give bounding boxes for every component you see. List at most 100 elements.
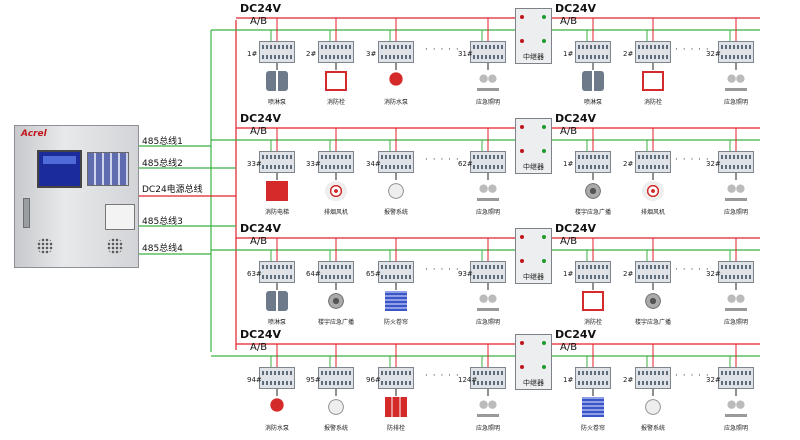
extinguisher-icon	[385, 397, 407, 417]
io-module	[259, 261, 295, 283]
dc24v-label-right: DC24V	[555, 222, 597, 235]
green-indicator-icon	[542, 341, 546, 345]
module-number: 31#	[458, 50, 473, 58]
dc24v-label-right: DC24V	[555, 328, 597, 341]
emergency-light-icon	[477, 397, 499, 417]
module-number: 2#	[306, 50, 317, 58]
module-number: 3#	[366, 50, 377, 58]
bus-label-485-3: 485总线3	[142, 217, 183, 227]
continuation-dots: · · · · ·	[675, 155, 710, 165]
module-number: 1#	[563, 376, 574, 384]
relay-caption: 中继器	[523, 273, 544, 281]
module-number: 33#	[306, 160, 321, 168]
device-caption: 应急照明	[723, 319, 749, 326]
continuation-dots: · · · · ·	[675, 45, 710, 55]
module-number: 95#	[306, 376, 321, 384]
io-module	[718, 151, 754, 173]
host-door-handle	[23, 198, 30, 228]
module-number: 96#	[366, 376, 381, 384]
module-number: 1#	[563, 270, 574, 278]
relay-caption: 中继器	[523, 163, 544, 171]
io-module	[378, 367, 414, 389]
broadcast-speaker-icon	[582, 181, 604, 201]
emergency-light-icon	[725, 181, 747, 201]
green-indicator-icon	[542, 235, 546, 239]
red-indicator-icon	[520, 341, 524, 345]
device-caption: 报警系统	[323, 425, 349, 432]
red-indicator-icon	[520, 365, 524, 369]
device-caption: 排烟风机	[323, 209, 349, 216]
continuation-dots: · · · · ·	[425, 371, 460, 381]
io-module	[575, 151, 611, 173]
device-caption: 防排栓	[386, 425, 406, 432]
smoke-fan-icon	[642, 181, 664, 201]
io-module	[718, 41, 754, 63]
emergency-light-icon	[725, 71, 747, 91]
bus-label-485-2: 485总线2	[142, 159, 183, 169]
io-module	[318, 41, 354, 63]
module-number: 33#	[247, 160, 262, 168]
io-module	[318, 367, 354, 389]
device-caption: 消防水泵	[383, 99, 409, 106]
device-caption: 应急照明	[475, 99, 501, 106]
green-indicator-icon	[542, 15, 546, 19]
io-module	[470, 151, 506, 173]
red-indicator-icon	[520, 125, 524, 129]
emergency-light-icon	[725, 397, 747, 417]
module-number: 32#	[706, 160, 721, 168]
device-caption: 应急照明	[723, 209, 749, 216]
hydrant-box-icon	[582, 291, 604, 311]
relay-repeater	[515, 118, 552, 174]
io-module	[378, 261, 414, 283]
relay-repeater	[515, 334, 552, 390]
io-module	[575, 261, 611, 283]
hydrant-box-icon	[325, 71, 347, 91]
device-caption: 消防栓	[643, 99, 663, 106]
monitoring-host-cabinet: Acrel	[14, 125, 139, 268]
green-indicator-icon	[542, 149, 546, 153]
relay-caption: 中继器	[523, 379, 544, 387]
broadcast-speaker-icon	[325, 291, 347, 311]
module-number: 94#	[247, 376, 262, 384]
module-number: 1#	[563, 160, 574, 168]
ab-label-right: A/B	[560, 236, 578, 247]
io-module	[470, 261, 506, 283]
bus-label-485-4: 485总线4	[142, 244, 183, 254]
device-caption: 排烟风机	[640, 209, 666, 216]
io-module	[318, 151, 354, 173]
emergency-light-icon	[477, 291, 499, 311]
sprinkler-pump-icon	[266, 291, 288, 311]
device-caption: 应急照明	[475, 425, 501, 432]
green-indicator-icon	[542, 365, 546, 369]
bus-label-dc24-power: DC24电源总线	[142, 185, 203, 195]
device-caption: 防火卷帘	[383, 319, 409, 326]
dc24v-label-left: DC24V	[240, 112, 282, 125]
module-number: 63#	[247, 270, 262, 278]
red-indicator-icon	[520, 39, 524, 43]
device-caption: 楼宇应急广播	[317, 319, 355, 326]
module-number: 65#	[366, 270, 381, 278]
io-module	[575, 41, 611, 63]
sprinkler-pump-icon	[266, 71, 288, 91]
module-number: 2#	[623, 270, 634, 278]
fire-pump-valve-icon	[266, 397, 288, 417]
host-printer-slot	[105, 204, 135, 230]
device-caption: 防火卷帘	[580, 425, 606, 432]
dc24v-label-left: DC24V	[240, 2, 282, 15]
host-keypad-panel	[87, 152, 129, 186]
module-number: 2#	[623, 376, 634, 384]
fire-elevator-icon	[266, 181, 288, 201]
device-caption: 应急照明	[723, 425, 749, 432]
io-module	[718, 261, 754, 283]
io-module	[259, 41, 295, 63]
relay-repeater	[515, 228, 552, 284]
device-caption: 喷淋泵	[267, 319, 287, 326]
io-module	[635, 261, 671, 283]
module-number: 32#	[706, 270, 721, 278]
acrel-logo: Acrel	[21, 129, 47, 139]
relay-repeater	[515, 8, 552, 64]
io-module	[470, 41, 506, 63]
device-caption: 消防水泵	[264, 425, 290, 432]
continuation-dots: · · · · ·	[425, 155, 460, 165]
